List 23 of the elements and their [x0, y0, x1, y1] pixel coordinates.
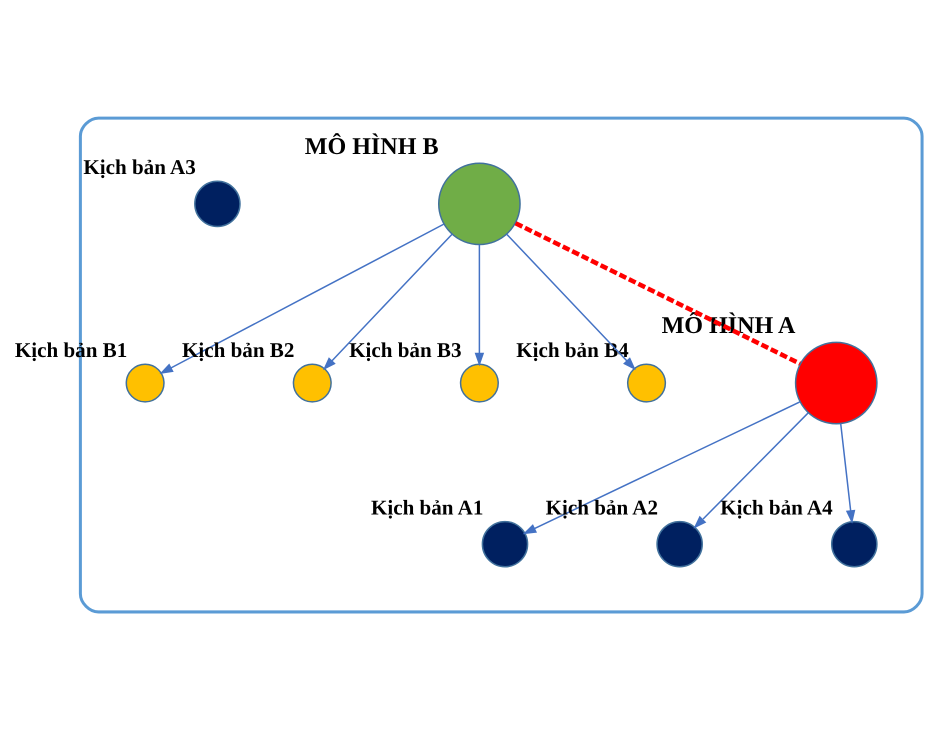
arrow — [840, 423, 856, 524]
arrow — [159, 223, 444, 374]
node-circle — [126, 363, 165, 402]
connector — [514, 220, 801, 366]
node-circle — [460, 363, 499, 402]
node-label: Kịch bản A1 — [370, 494, 484, 519]
node-circle — [438, 162, 521, 245]
node-label: MÔ HÌNH B — [304, 133, 439, 160]
node-circle — [482, 520, 528, 568]
arrow — [506, 233, 636, 370]
arrow — [522, 400, 800, 534]
node-circle — [794, 341, 878, 424]
arrow — [474, 244, 484, 366]
node-label: Kịch bản A4 — [720, 494, 833, 519]
node-label: Kịch bản B3 — [349, 338, 462, 362]
node-label: Kịch bản A3 — [83, 154, 196, 179]
node-circle — [830, 520, 878, 568]
arrow — [693, 412, 809, 528]
node-circle — [656, 520, 703, 568]
node-circle — [292, 363, 332, 402]
arrow — [322, 233, 453, 370]
node-circle — [194, 180, 241, 227]
node-circle — [626, 363, 666, 402]
